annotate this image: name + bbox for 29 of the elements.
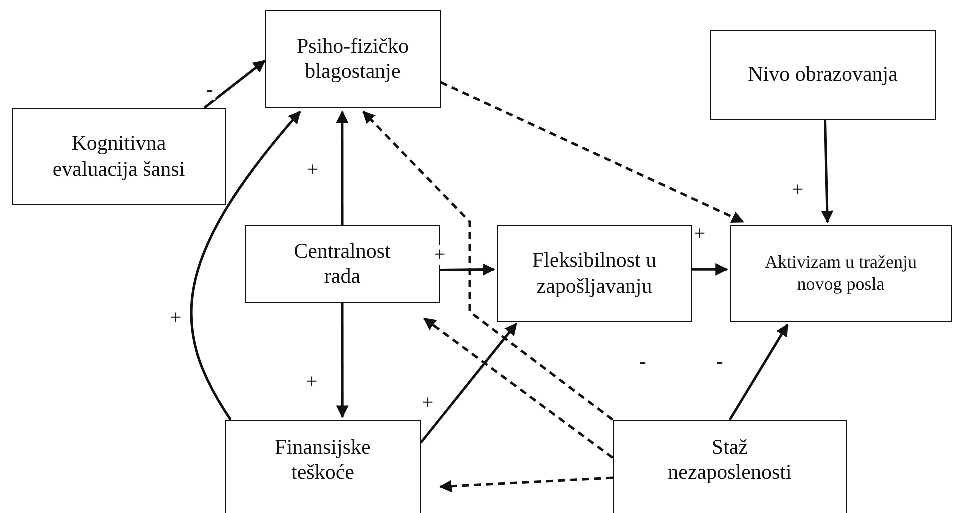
node-label: Aktivizam u traženju novog posla: [764, 252, 918, 296]
arrow: [336, 110, 349, 225]
node-label: Finansijske teškoće: [274, 435, 372, 486]
variable-box: [710, 30, 936, 120]
node-label: Nivo obrazovanja: [748, 62, 898, 88]
dashed-arrow: [439, 476, 614, 493]
arrow: [728, 324, 789, 421]
arrow: [440, 264, 496, 276]
arrow: [190, 110, 302, 421]
node-label: Staž nezaposlenosti: [667, 435, 793, 486]
variable-box: [265, 10, 441, 108]
node-label: Psiho-fizičko blagostanje: [296, 34, 410, 84]
variable-box: [225, 420, 421, 513]
variable-box: [12, 108, 226, 205]
dashed-arrow: [440, 81, 744, 224]
dashed-arrow: [423, 318, 614, 459]
arrow: [821, 120, 834, 224]
variable-box: [497, 225, 692, 322]
dashed-arrow: [362, 111, 614, 421]
variable-box: [613, 420, 847, 513]
arrow: [336, 303, 349, 418]
variable-box: [730, 225, 952, 322]
arrow: [204, 60, 266, 109]
node-label: Kognitivna evaluacija šansi: [52, 131, 186, 182]
edge-label: +: [432, 245, 448, 265]
node-label: Centralnost rada: [293, 238, 392, 290]
node-label: Fleksibilnost u zapošljavanju: [531, 248, 658, 299]
arrow: [692, 263, 728, 276]
arrow: [420, 322, 518, 444]
